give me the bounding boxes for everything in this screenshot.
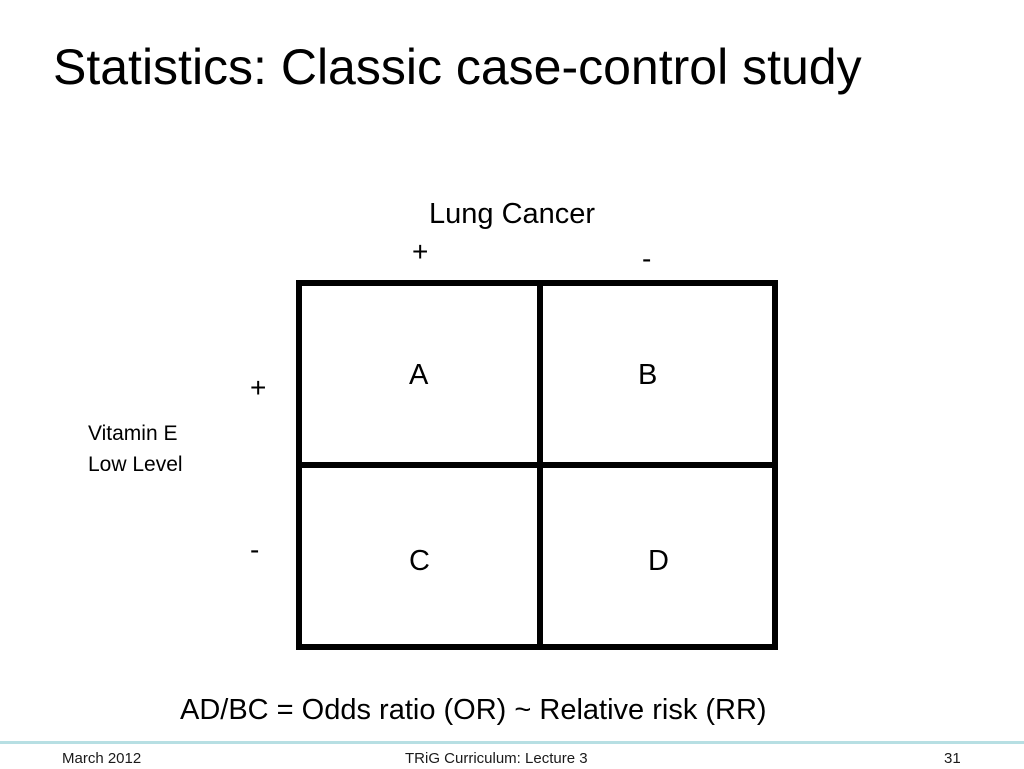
row-sign-negative: - [250,534,260,565]
column-sign-negative: - [642,243,652,274]
cell-a: A [409,359,429,391]
two-by-two-table: A B C D [296,280,778,650]
page-number: 31 [944,750,961,767]
row-header-line-2: Low Level [88,453,183,476]
row-sign-positive: + [250,372,267,403]
cell-b: B [638,359,658,391]
table-horizontal-divider [302,462,772,468]
footer-title: TRiG Curriculum: Lecture 3 [405,750,588,767]
odds-ratio-formula: AD/BC = Odds ratio (OR) ~ Relative risk … [180,694,767,726]
row-header-vitamin-e: Vitamin E Low Level [88,418,183,480]
cell-d: D [648,545,669,577]
column-sign-positive: + [412,236,429,267]
cell-c: C [409,545,430,577]
footer-date: March 2012 [62,750,142,767]
footer-divider [0,741,1024,744]
row-header-line-1: Vitamin E [88,422,178,445]
column-header-lung-cancer: Lung Cancer [429,198,596,230]
slide-title: Statistics: Classic case-control study [53,39,862,95]
